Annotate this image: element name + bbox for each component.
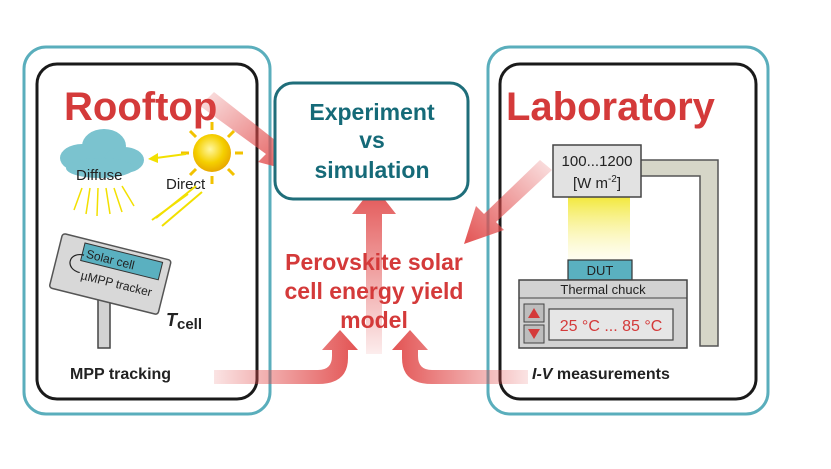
laboratory-panel: Laboratory 100...1200 [W m-2] DUT Therma…	[486, 45, 770, 416]
arrow-rooftop-to-experiment	[200, 92, 296, 172]
iv-rest: measurements	[552, 366, 669, 383]
experiment-box: Experiment vs simulation	[273, 81, 470, 201]
experiment-line2: vs	[359, 127, 385, 153]
lamp-light	[568, 196, 630, 260]
tcell-main: T	[166, 310, 179, 330]
irradiance-unit-post: ]	[617, 175, 621, 192]
model-line3: model	[340, 307, 408, 333]
tcell-label: Tcell	[166, 310, 202, 333]
direct-label: Direct	[166, 176, 206, 193]
irradiance-unit-sup: -2	[608, 174, 617, 185]
model-label: Perovskite solar cell energy yield model	[285, 249, 464, 333]
experiment-line1: Experiment	[309, 99, 435, 125]
arrow-iv-to-model	[392, 330, 528, 384]
direct-rays	[151, 185, 203, 227]
arrow-lab-to-model	[464, 160, 552, 244]
temperature-up-button[interactable]	[523, 303, 545, 323]
tcell-sub: cell	[177, 316, 202, 333]
triangle-up-icon	[528, 308, 540, 318]
iv-italic: I-V	[532, 366, 554, 383]
sun-to-cloud-arrow	[148, 153, 187, 163]
mpp-tracking-label: MPP tracking	[70, 366, 171, 383]
triangle-down-icon	[528, 329, 540, 339]
irradiance-unit: [W m-2]	[573, 174, 621, 192]
irradiance-unit-pre: [W m	[573, 175, 608, 192]
laboratory-title: Laboratory	[506, 85, 716, 129]
lamp-box	[552, 144, 642, 198]
arrow-mpp-to-model	[214, 330, 358, 384]
tilted-solar-panel: Solar cell µMPP tracker	[49, 233, 172, 315]
cloud-icon	[60, 129, 144, 178]
rooftop-panel: Rooftop Diffuse	[22, 45, 272, 416]
iv-measurements-label: I-V measurements	[532, 366, 670, 383]
experiment-line3: simulation	[314, 157, 429, 183]
sun-icon	[181, 122, 243, 184]
solar-cell-wire	[69, 254, 85, 274]
dut-label: DUT	[587, 263, 614, 278]
temperature-range: 25 °C ... 85 °C	[560, 318, 663, 335]
diffuse-rays	[73, 185, 135, 217]
temperature-display	[548, 308, 674, 341]
solar-cell-body	[80, 242, 164, 281]
thermal-chuck-label: Thermal chuck	[560, 282, 646, 297]
irradiance-range: 100...1200	[562, 153, 633, 170]
model-line1: Perovskite solar	[285, 249, 463, 275]
diffuse-label: Diffuse	[76, 167, 122, 184]
experiment-frame	[273, 81, 470, 201]
arrow-model-to-experiment	[352, 186, 396, 354]
temperature-down-button[interactable]	[523, 324, 545, 344]
model-line2: cell energy yield	[285, 278, 464, 304]
arrows	[200, 92, 552, 384]
rooftop-title: Rooftop	[64, 85, 217, 129]
